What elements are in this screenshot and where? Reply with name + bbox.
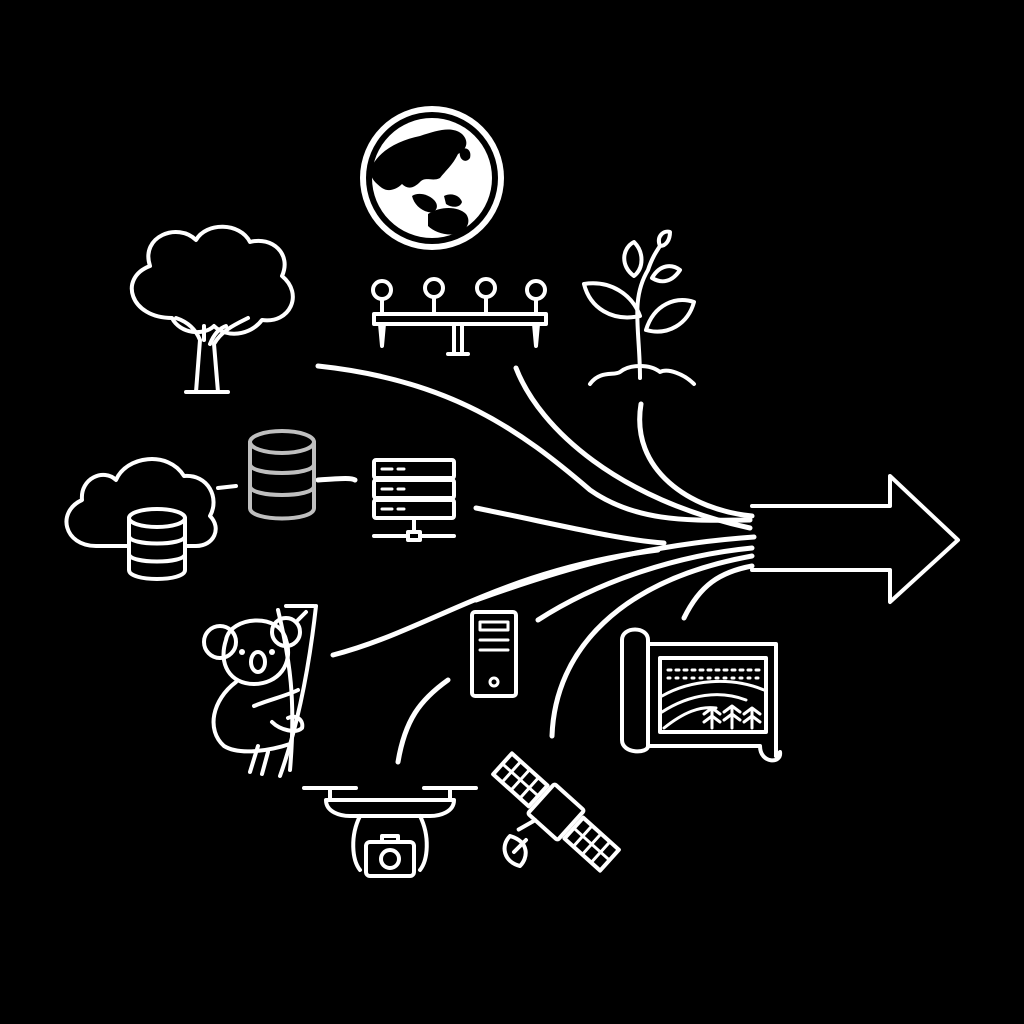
flow-line-satellite	[549, 553, 755, 739]
cloud-database-icon	[64, 457, 238, 581]
arrow-right-icon	[750, 474, 960, 604]
drone-camera-icon	[302, 786, 478, 878]
flow-line-server	[473, 505, 667, 546]
flow-line-seedling	[637, 401, 755, 519]
globe-icon	[360, 106, 504, 250]
flow-line-desktop	[535, 545, 755, 623]
satellite-icon	[491, 751, 621, 873]
flow-line-database	[315, 476, 358, 483]
farm-map-icon	[620, 627, 783, 763]
flow-lines	[315, 363, 757, 765]
flow-line-center	[473, 534, 757, 603]
flow-line-drone	[395, 677, 451, 765]
flow-line-map	[681, 563, 755, 621]
flow-line-koala	[330, 547, 661, 658]
flow-line-sensors	[513, 365, 753, 531]
tree-icon	[129, 224, 295, 394]
seedling-icon	[582, 229, 696, 386]
desktop-tower-icon	[470, 610, 518, 698]
database-icon	[248, 429, 316, 521]
koala-icon	[202, 604, 318, 778]
flow-line-tree	[315, 363, 753, 523]
server-rack-icon	[372, 458, 456, 542]
sensor-array-icon	[371, 277, 548, 356]
